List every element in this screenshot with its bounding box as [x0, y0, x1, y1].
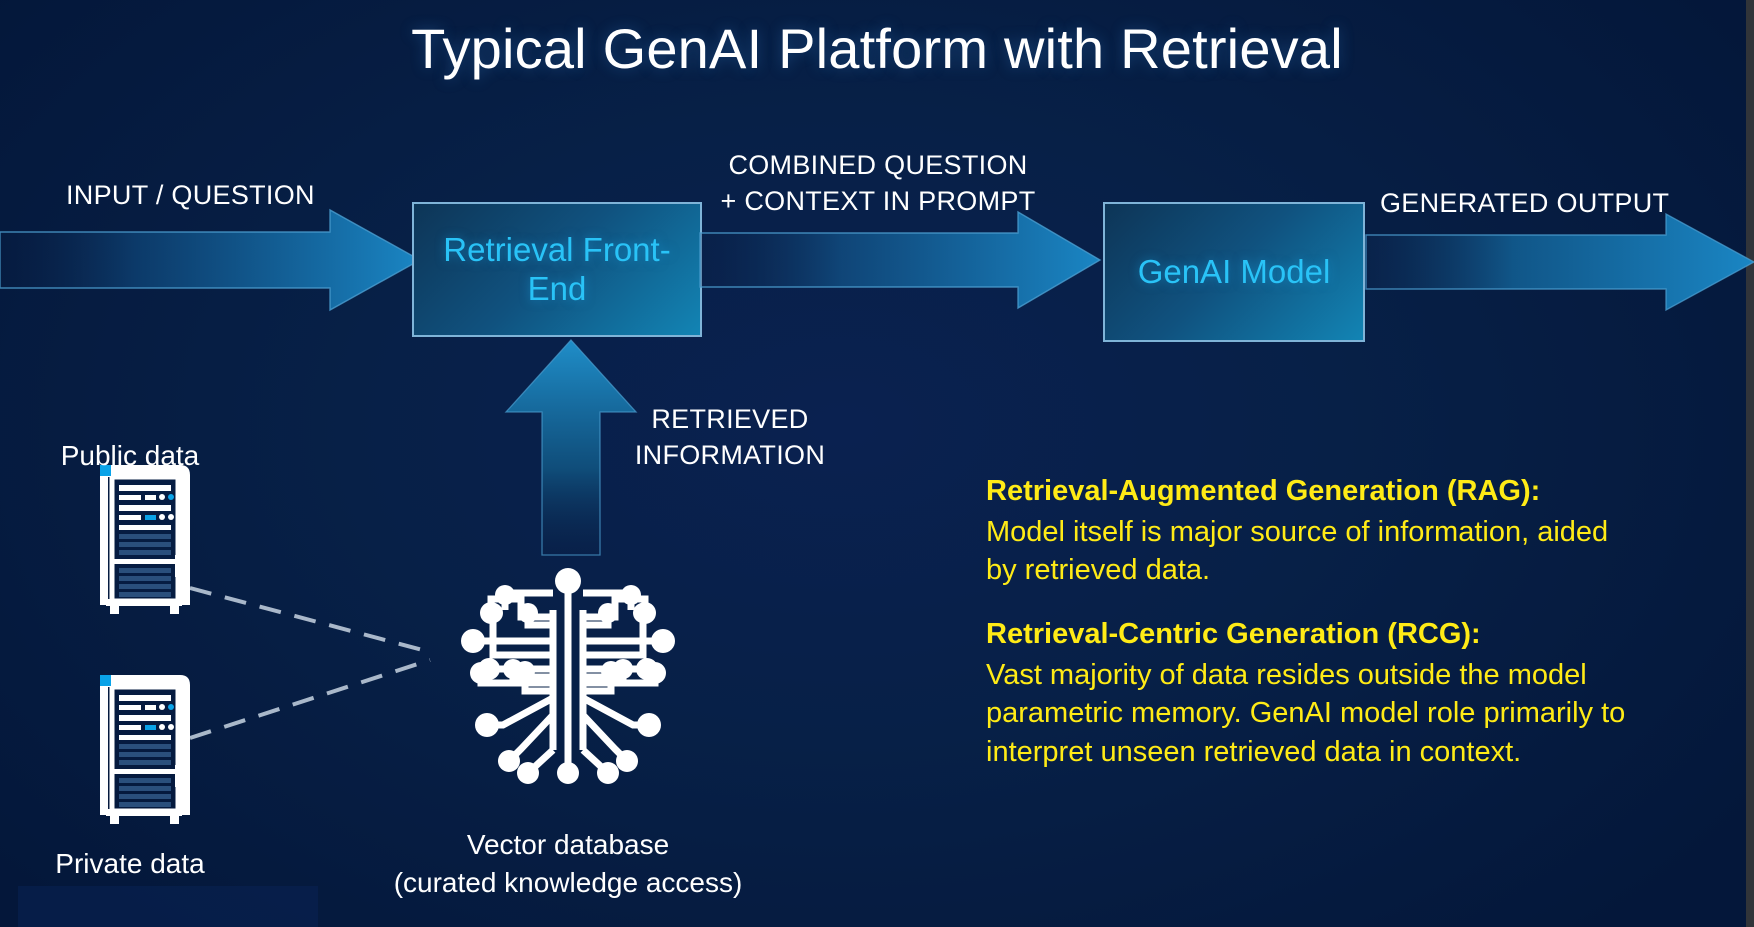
label-generated-output: GENERATED OUTPUT [1380, 188, 1670, 218]
label-vector-database: Vector database (curated knowledge acces… [393, 829, 743, 898]
box-genai-model-label: GenAI Model [1137, 252, 1331, 290]
notes-panel: Retrieval-Augmented Generation (RAG): Mo… [986, 473, 1636, 797]
label-private-data: Private data [55, 848, 205, 879]
arrow-retrieved-information [504, 339, 638, 556]
server-icon-public-data [92, 455, 202, 615]
box-retrieval-front-end-label: Retrieval Front-End [443, 230, 671, 307]
label-input-question: INPUT / QUESTION [66, 180, 315, 210]
arrow-input-question [0, 208, 422, 312]
slide-right-edge-strip [1746, 0, 1754, 927]
label-retrieved-information: RETRIEVED INFORMATION [634, 404, 826, 470]
circuit-tree-icon-vector-database [443, 565, 693, 800]
arrow-combined-prompt [699, 210, 1102, 310]
label-public-data: Public data [60, 440, 200, 471]
slide-title: Typical GenAI Platform with Retrieval [411, 17, 1343, 80]
box-retrieval-front-end[interactable]: Retrieval Front-End [412, 202, 702, 337]
note-rag-body: Model itself is major source of informat… [986, 515, 1609, 587]
arrow-generated-output [1365, 212, 1754, 312]
note-rcg-heading: Retrieval-Centric Generation (RCG): [986, 617, 1481, 650]
label-combined-prompt: COMBINED QUESTION + CONTEXT IN PROMPT [720, 150, 1036, 216]
server-icon-private-data [92, 665, 202, 825]
note-rag-heading: Retrieval-Augmented Generation (RAG): [986, 475, 1541, 507]
note-rcg-body: Vast majority of data resides outside th… [986, 658, 1626, 768]
box-genai-model[interactable]: GenAI Model [1103, 202, 1365, 342]
note-rcg: Retrieval-Centric Generation (RCG): Vast… [986, 616, 1636, 771]
note-rag: Retrieval-Augmented Generation (RAG): Mo… [986, 473, 1636, 590]
background-patch-bottom-left [18, 886, 318, 927]
